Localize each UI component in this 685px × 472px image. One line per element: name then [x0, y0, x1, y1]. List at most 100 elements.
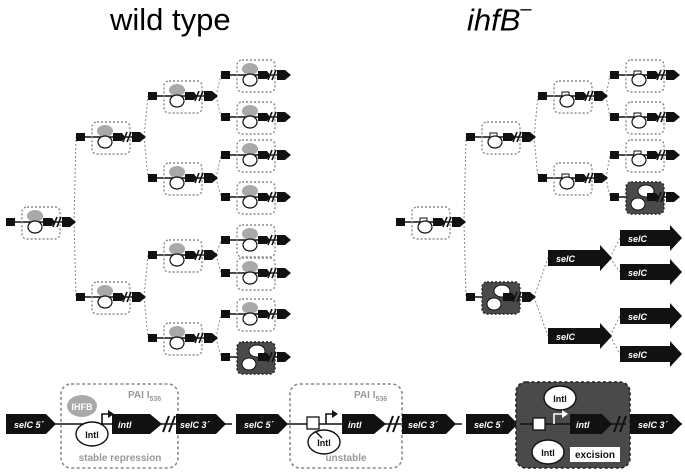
bottom-excision-panel: selC 5´ Intl intl Intl excision selC 3´ [466, 381, 682, 469]
cassette-node [76, 121, 146, 155]
cassette-node [221, 101, 291, 135]
binding-site-box [532, 417, 546, 431]
cassette-node [6, 206, 76, 240]
ihfb-mutant-title: ihfB– [467, 0, 532, 38]
selc5-label: selC 5´ [14, 420, 45, 430]
lineage-link [605, 177, 611, 198]
lineage-link [143, 136, 149, 179]
pai-label-unstable: PAI I536 [354, 390, 387, 403]
intl-gene-label: intl [576, 420, 590, 430]
lineage-link [73, 136, 77, 223]
selc-label: selC [628, 350, 648, 360]
intl-protein-top [543, 385, 577, 411]
intl-protein-bottom [531, 439, 565, 465]
cassette-node [148, 322, 218, 356]
ihfb-protein [67, 395, 97, 417]
lineage-link [463, 136, 467, 223]
selc-label: selC [628, 234, 648, 244]
bottom-wildtype-panel: selC 5´ PAI I536 IHFB intl Intl selC 3´ … [6, 383, 232, 469]
bottom-unstable-panel: selC 5´ PAI I536 intl Intl selC 3´ unsta… [236, 383, 462, 469]
intl-gene-label: intl [348, 420, 362, 430]
cassette-node [466, 121, 536, 155]
lineage-link [215, 74, 222, 97]
selc5-gene-arrow [466, 414, 518, 434]
cassette-node [221, 224, 291, 258]
lineage-link [215, 337, 222, 358]
intl-gene-arrow [570, 414, 612, 434]
cassette-node [221, 298, 291, 332]
lineage-link [143, 296, 149, 339]
cassette-node [396, 206, 466, 240]
cassette-node [610, 139, 680, 173]
selc-arrow: selC [548, 245, 612, 271]
intl-gene-arrow [342, 414, 386, 434]
selc3-label: selC 3´ [408, 420, 439, 430]
lineage-link [609, 315, 621, 337]
intl-gene-arrow [112, 414, 162, 434]
selc-arrow: selC [620, 303, 682, 329]
selc-arrow: selC [620, 259, 682, 285]
cassette-node [221, 257, 291, 291]
svg-text:Intl: Intl [541, 448, 555, 458]
unstable-label: unstable [325, 453, 367, 464]
cassette-node [221, 139, 291, 173]
lineage-link [609, 257, 621, 273]
lineage-link [215, 239, 222, 256]
lineage-lines [73, 74, 621, 358]
mutant-superscript: – [520, 0, 532, 20]
cassette-node [466, 281, 536, 315]
intl-protein [307, 429, 341, 455]
lineage-link [215, 154, 222, 179]
lineage-link [215, 313, 222, 339]
lineage-link [533, 95, 539, 138]
selc-arrow: selC [620, 225, 682, 251]
selc-arrow: selC [548, 323, 612, 349]
lineage-link [533, 136, 539, 179]
svg-text:Intl: Intl [553, 394, 567, 404]
selc-label: selC [628, 268, 648, 278]
selc5-label: selC 5´ [244, 420, 275, 430]
cassette-node [76, 281, 146, 315]
selc5-label: selC 5´ [474, 420, 505, 430]
wild-type-title: wild type [110, 2, 231, 37]
lineage-link [609, 237, 621, 259]
lineage-link [605, 154, 611, 179]
lineage-link [143, 95, 149, 138]
lineage-link [463, 221, 467, 298]
lineage-nodes: selC selC selC selC selC selC [6, 59, 682, 375]
selc-label: selC [556, 332, 576, 342]
lineage-link [605, 95, 611, 118]
lineage-link [533, 257, 549, 298]
intl-protein-label: Intl [85, 430, 99, 440]
intl-protein [75, 421, 109, 447]
selc3-gene-arrow [402, 414, 456, 434]
selc3-label: selC 3´ [638, 420, 669, 430]
pai-label-stable: PAI I536 [128, 390, 161, 403]
lineage-link [143, 254, 149, 298]
cassette-node [610, 101, 680, 135]
selc-arrow: selC [620, 341, 682, 367]
cassette-node [221, 181, 291, 215]
lineage-link [605, 74, 611, 97]
selc3-label: selC 3´ [180, 420, 211, 430]
cassette-node [148, 80, 218, 114]
lineage-link [73, 221, 77, 298]
stable-repression-label: stable repression [79, 453, 162, 464]
selc-label: selC [628, 312, 648, 322]
lineage-link [215, 177, 222, 198]
cassette-node [221, 341, 291, 375]
selc3-gene-arrow [176, 414, 226, 434]
cassette-node [610, 181, 680, 215]
cassette-node [538, 80, 608, 114]
cassette-node [538, 162, 608, 196]
lineage-link [609, 335, 621, 355]
ihfb-mutant-label: ihfB [467, 2, 521, 38]
ihfb-label: IHFB [72, 402, 93, 412]
lineage-link [215, 254, 222, 274]
cassette-node [221, 59, 291, 93]
lineage-link [215, 95, 222, 118]
selc3-gene-arrow [630, 414, 682, 434]
selc-label: selC [556, 254, 576, 264]
